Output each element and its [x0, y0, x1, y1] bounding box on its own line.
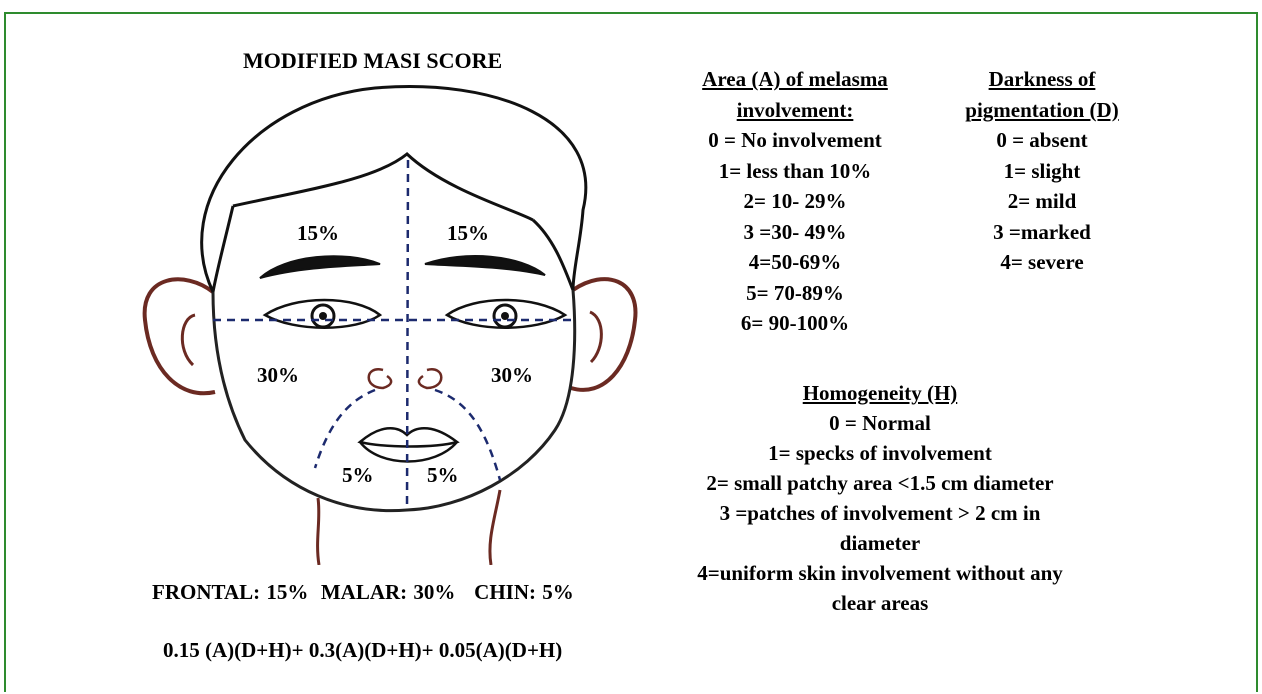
right-ear [571, 279, 635, 390]
homogeneity-line: 1= specks of involvement [660, 438, 1100, 468]
homogeneity-line: clear areas [660, 588, 1100, 618]
darkness-item: 1= slight [932, 156, 1152, 187]
area-item: 6= 90-100% [660, 308, 930, 339]
face-diagram: 15% 15% 30% 30% 5% 5% [135, 70, 655, 565]
darkness-scoring-block: Darkness of pigmentation (D) 0 = absent … [932, 64, 1152, 278]
hair-outline [202, 87, 586, 292]
area-heading-line1: Area (A) of melasma [660, 64, 930, 95]
hairline [233, 154, 533, 220]
darkness-item: 3 =marked [932, 217, 1152, 248]
label-frontal-left: 15% [297, 221, 339, 245]
darkness-item: 2= mild [932, 186, 1152, 217]
darkness-item: 4= severe [932, 247, 1152, 278]
right-ear-inner [590, 312, 601, 362]
homogeneity-line: 4=uniform skin involvement without any [660, 558, 1100, 588]
homogeneity-line: diameter [660, 528, 1100, 558]
darkness-item: 0 = absent [932, 125, 1152, 156]
left-ear [145, 279, 215, 393]
nose-left [369, 369, 391, 388]
midline-dashed [407, 160, 408, 510]
homogeneity-line: 0 = Normal [660, 408, 1100, 438]
neck-left-outline [318, 498, 319, 565]
region-weights-summary: FRONTAL: 15% MALAR: 30% CHIN: 5% [152, 580, 574, 605]
label-frontal-right: 15% [447, 221, 489, 245]
area-item: 2= 10- 29% [660, 186, 930, 217]
neck-right-outline [490, 490, 500, 565]
label-malar-right: 30% [491, 363, 533, 387]
darkness-heading-line2: pigmentation (D) [932, 95, 1152, 126]
area-item: 5= 70-89% [660, 278, 930, 309]
area-item: 1= less than 10% [660, 156, 930, 187]
masi-formula: 0.15 (A)(D+H)+ 0.3(A)(D+H)+ 0.05(A)(D+H) [163, 638, 562, 663]
area-item: 4=50-69% [660, 247, 930, 278]
area-item: 0 = No involvement [660, 125, 930, 156]
temple-right [533, 220, 573, 290]
label-chin-left: 5% [342, 463, 374, 487]
homogeneity-scoring-block: Homogeneity (H) 0 = Normal 1= specks of … [660, 378, 1100, 618]
left-ear-inner [182, 315, 195, 365]
area-heading-line2: involvement: [660, 95, 930, 126]
area-item: 3 =30- 49% [660, 217, 930, 248]
homogeneity-line: 3 =patches of involvement > 2 cm in [660, 498, 1100, 528]
darkness-heading-line1: Darkness of [932, 64, 1152, 95]
upper-lip [360, 428, 457, 446]
right-eyebrow [425, 256, 545, 275]
temple-left [213, 206, 233, 292]
nose-right [419, 369, 441, 388]
label-chin-right: 5% [427, 463, 459, 487]
area-scoring-block: Area (A) of melasma involvement: 0 = No … [660, 64, 930, 339]
left-eyebrow [260, 256, 380, 278]
homogeneity-heading: Homogeneity (H) [660, 378, 1100, 408]
left-chin-dashed [315, 390, 375, 468]
homogeneity-line: 2= small patchy area <1.5 cm diameter [660, 468, 1100, 498]
label-malar-left: 30% [257, 363, 299, 387]
